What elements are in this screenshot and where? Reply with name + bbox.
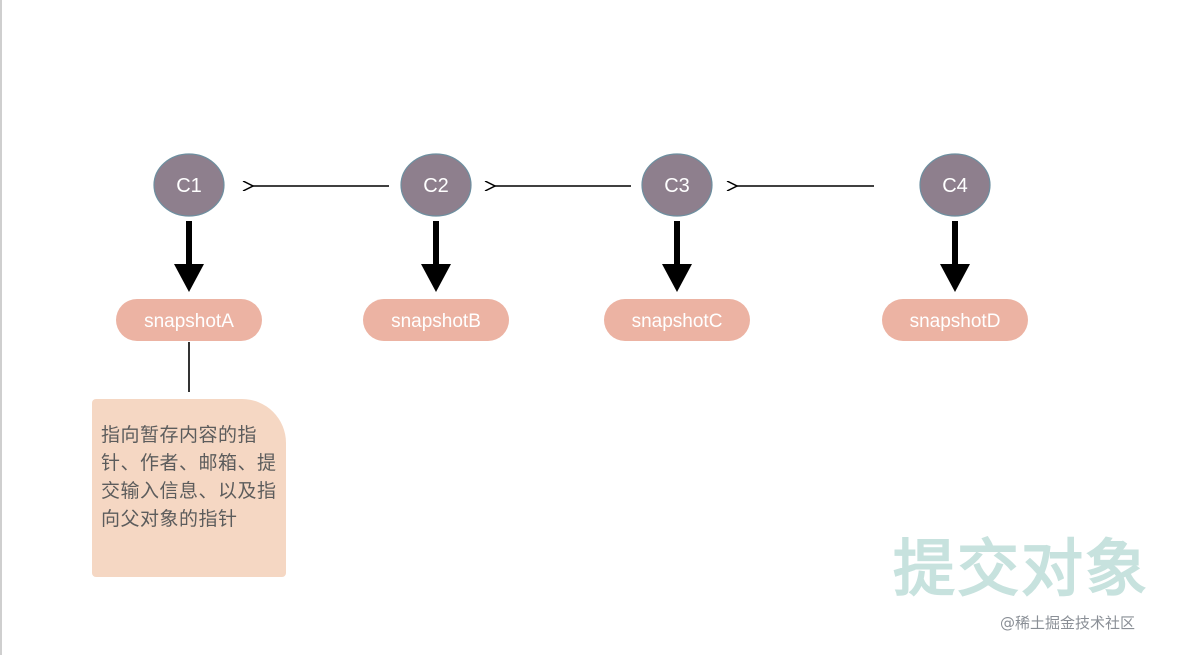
commit-node-c1: C1 xyxy=(153,153,225,217)
commit-label-c2: C2 xyxy=(423,175,449,197)
snapshot-label-c: snapshotC xyxy=(632,311,723,332)
snapshot-label-d: snapshotD xyxy=(910,311,1001,332)
snapshot-arrow-c3 xyxy=(662,221,692,292)
diagram-title: 提交对象 xyxy=(893,532,1150,605)
commit-label-c4: C4 xyxy=(942,175,968,197)
commit-label-c1: C1 xyxy=(176,175,202,197)
commit-object-note: 指向暂存内容的指针、作者、邮箱、提交输入信息、以及指向父对象的指针 xyxy=(92,399,286,577)
commit-node-c4: C4 xyxy=(919,153,991,217)
snapshot-arrow-c4 xyxy=(940,221,970,292)
snapshot-label-b: snapshotB xyxy=(391,311,481,332)
left-border xyxy=(0,0,2,655)
source-credit: @稀土掘金技术社区 xyxy=(1000,614,1136,632)
snapshot-node-c: snapshotC xyxy=(604,299,750,341)
snapshot-arrow-c2 xyxy=(421,221,451,292)
commit-node-c2: C2 xyxy=(400,153,472,217)
snapshot-arrow-c1 xyxy=(174,221,204,292)
snapshot-node-a: snapshotA xyxy=(116,299,262,341)
snapshot-node-d: snapshotD xyxy=(882,299,1028,341)
commit-node-c3: C3 xyxy=(641,153,713,217)
snapshot-node-b: snapshotB xyxy=(363,299,509,341)
snapshot-label-a: snapshotA xyxy=(144,311,234,332)
commit-label-c3: C3 xyxy=(664,175,690,197)
